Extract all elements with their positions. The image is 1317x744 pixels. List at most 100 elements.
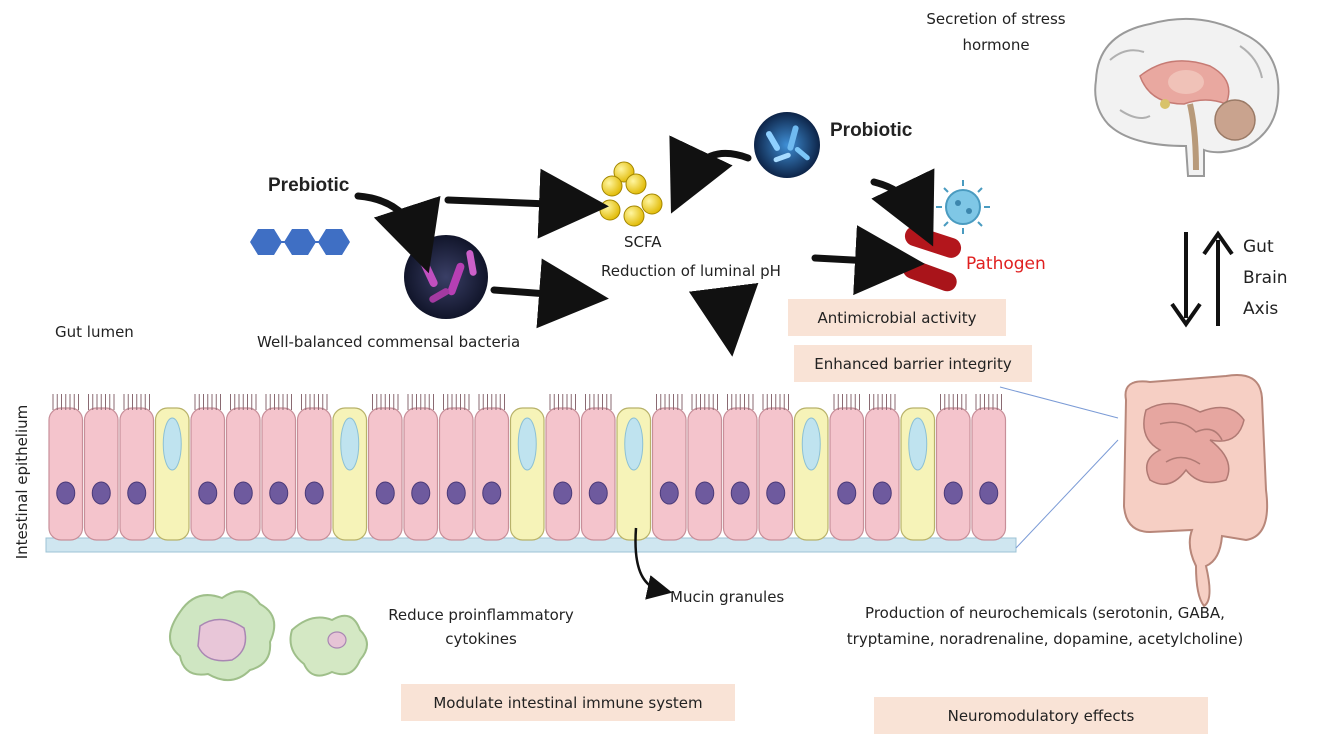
arrow-prebiotic-to-scfa bbox=[444, 168, 609, 239]
neuromodulatory-box: Neuromodulatory effects bbox=[874, 697, 1208, 734]
cell-nucleus bbox=[766, 481, 786, 505]
pathogen-virus bbox=[936, 180, 990, 234]
cell-nucleus bbox=[127, 481, 147, 505]
arrow-probiotic-to-virus bbox=[870, 168, 935, 247]
cell-nucleus bbox=[56, 481, 76, 505]
enterocyte-cell bbox=[580, 407, 616, 541]
epithelium-label: Intestinal epithelium bbox=[13, 404, 31, 560]
mucin-label: Mucin granules bbox=[670, 588, 785, 606]
reduce-cytokines-line2: cytokines bbox=[445, 630, 517, 648]
enterocyte-cell bbox=[48, 407, 84, 541]
reduction-ph-label: Reduction of luminal pH bbox=[601, 262, 781, 280]
arrow-prebiotic-to-bacteria bbox=[354, 192, 441, 274]
cell-nucleus bbox=[553, 481, 573, 505]
antimicrobial-box: Antimicrobial activity bbox=[788, 299, 1006, 336]
cell-nucleus bbox=[304, 481, 324, 505]
hexagon-2 bbox=[284, 229, 316, 255]
stress-line1: Secretion of stress bbox=[926, 10, 1066, 28]
arrow-mucin bbox=[634, 527, 673, 600]
cell-nucleus bbox=[588, 481, 608, 505]
cell-nucleus bbox=[695, 481, 715, 505]
pathogen-bacteria bbox=[902, 226, 962, 292]
cell-nucleus bbox=[446, 481, 466, 505]
stress-hormone-label: Secretion of stress hormone bbox=[898, 10, 1094, 54]
enterocyte-cell bbox=[651, 407, 687, 541]
immune-cells bbox=[169, 590, 368, 681]
enterocyte-cell bbox=[935, 407, 971, 541]
gut-lumen-label: Gut lumen bbox=[55, 323, 134, 341]
cell-nucleus bbox=[411, 481, 431, 505]
scfa-molecules bbox=[599, 161, 663, 227]
cell-nucleus bbox=[91, 481, 111, 505]
cell-nucleus bbox=[269, 481, 289, 505]
arrow-ph-to-epithelium bbox=[688, 282, 759, 357]
enterocyte-cell bbox=[83, 407, 119, 541]
mucin-granule bbox=[908, 417, 928, 471]
mucin-granule bbox=[162, 417, 182, 471]
gut-brain-axis-label: Gut Brain Axis bbox=[1243, 232, 1288, 325]
dendritic-cell-small bbox=[289, 614, 368, 677]
mucin-granule bbox=[624, 417, 644, 471]
enterocyte-cell bbox=[190, 407, 226, 541]
enterocyte-cell bbox=[687, 407, 723, 541]
arrow-bacteria-to-ph bbox=[490, 258, 609, 329]
enterocyte-cell bbox=[829, 407, 865, 541]
immune-box: Modulate intestinal immune system bbox=[401, 684, 735, 721]
cell-nucleus bbox=[872, 481, 892, 505]
prebiotic-hexagons bbox=[250, 229, 350, 255]
enterocyte-cell bbox=[971, 407, 1007, 541]
cell-nucleus bbox=[233, 481, 253, 505]
neuro-line2: tryptamine, noradrenaline, dopamine, ace… bbox=[846, 630, 1244, 648]
flow-arrows bbox=[354, 135, 935, 357]
enterocyte-cell bbox=[474, 407, 510, 541]
commensal-bacteria-image bbox=[404, 235, 488, 319]
cell-nucleus bbox=[837, 481, 857, 505]
enterocyte-cell bbox=[864, 407, 900, 541]
axis-word: Axis bbox=[1243, 299, 1279, 319]
enterocyte-cell bbox=[261, 407, 297, 541]
stress-line2: hormone bbox=[962, 36, 1030, 54]
prebiotic-label: Prebiotic bbox=[268, 175, 350, 196]
pathogen-label: Pathogen bbox=[966, 254, 1046, 274]
barrier-box: Enhanced barrier integrity bbox=[794, 345, 1032, 382]
cell-nucleus bbox=[659, 481, 679, 505]
probiotic-label: Probiotic bbox=[830, 120, 913, 141]
enterocyte-cell bbox=[367, 407, 403, 541]
reduce-cytokines-line1: Reduce proinflammatory bbox=[388, 606, 574, 624]
intestinal-epithelium bbox=[45, 394, 1017, 553]
enterocyte-cell bbox=[438, 407, 474, 541]
probiotic-image bbox=[754, 112, 820, 178]
enterocyte-cell bbox=[119, 407, 155, 541]
arrow-probiotic-to-scfa bbox=[669, 135, 752, 214]
scfa-label: SCFA bbox=[624, 233, 662, 251]
brain-word: Brain bbox=[1243, 268, 1288, 288]
gut-word: Gut bbox=[1243, 237, 1274, 257]
reduce-cytokines-label: Reduce proinflammatory cytokines bbox=[376, 606, 586, 648]
enterocyte-cell bbox=[296, 407, 332, 541]
commensal-label: Well-balanced commensal bacteria bbox=[257, 333, 521, 351]
cell-nucleus bbox=[482, 481, 502, 505]
cell-nucleus bbox=[198, 481, 218, 505]
cell-nucleus bbox=[943, 481, 963, 505]
hexagon-3 bbox=[318, 229, 350, 255]
enterocyte-cell bbox=[225, 407, 261, 541]
mucin-granule bbox=[801, 417, 821, 471]
mucin-granule bbox=[517, 417, 537, 471]
enterocyte-cell bbox=[545, 407, 581, 541]
enterocyte-cell bbox=[722, 407, 758, 541]
cell-nucleus bbox=[375, 481, 395, 505]
mucin-granule bbox=[340, 417, 360, 471]
enterocyte-cell bbox=[403, 407, 439, 541]
cell-nucleus bbox=[730, 481, 750, 505]
brain-image bbox=[1094, 17, 1280, 177]
intestine-image bbox=[1122, 374, 1269, 608]
neurochemicals-label: Production of neurochemicals (serotonin,… bbox=[800, 604, 1290, 648]
enterocyte-cell bbox=[758, 407, 794, 541]
gut-brain-axis-arrows bbox=[1170, 230, 1234, 328]
hexagon-1 bbox=[250, 229, 282, 255]
cell-nucleus bbox=[979, 481, 999, 505]
neuro-line1: Production of neurochemicals (serotonin,… bbox=[865, 604, 1225, 622]
arrow-ph-to-pathogen bbox=[811, 225, 925, 296]
